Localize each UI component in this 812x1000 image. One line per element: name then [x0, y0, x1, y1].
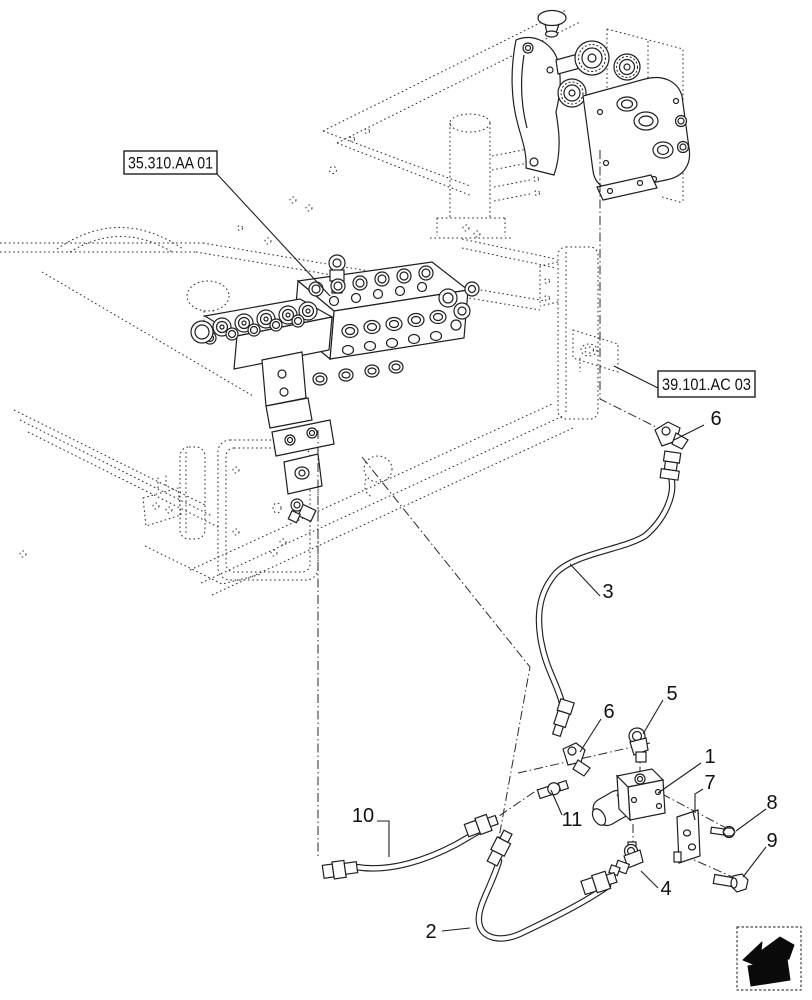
callout-9[interactable]: 9 [742, 830, 778, 878]
bolt-8[interactable] [709, 825, 736, 839]
callout-number[interactable]: 11 [562, 809, 583, 831]
callout-2[interactable]: 2 [425, 921, 471, 943]
callout-number[interactable]: 2 [425, 921, 436, 943]
fitting-elbow-6-lower[interactable] [562, 742, 591, 777]
callout-number[interactable]: 5 [666, 683, 677, 705]
reference-box-layer: 35.310.AA 01 39.101.AC 03 [123, 150, 756, 398]
callout-number[interactable]: 6 [710, 408, 721, 430]
fitting-elbow-5[interactable] [628, 727, 649, 763]
fitting-elbow-4[interactable] [608, 841, 644, 877]
callout-10[interactable]: 10 [352, 805, 390, 857]
callout-11[interactable]: 11 [550, 789, 583, 831]
callout-number[interactable]: 3 [602, 581, 613, 603]
ref-box-frame[interactable] [657, 370, 756, 398]
callout-number[interactable]: 9 [766, 830, 777, 852]
corner-nav[interactable] [736, 926, 802, 991]
callout-number[interactable]: 1 [704, 746, 715, 768]
hose-3[interactable] [535, 473, 676, 707]
ref-box-label: 35.310.AA 01 [128, 155, 213, 173]
ref-box-frame[interactable] [123, 150, 218, 175]
callout-6[interactable]: 6 [579, 701, 615, 753]
fitting-elbow-6-upper[interactable] [654, 421, 689, 481]
hose-2[interactable] [475, 857, 612, 942]
bolt-9[interactable] [712, 873, 749, 893]
hose-10-end-fittings [321, 813, 499, 880]
callout-number[interactable]: 8 [766, 792, 777, 814]
ref-box-39-101-ac-03[interactable]: 39.101.AC 03 [613, 365, 756, 398]
valve-block-1[interactable] [589, 768, 666, 829]
callout-5[interactable]: 5 [642, 683, 678, 735]
callout-3[interactable]: 3 [569, 563, 614, 603]
ref-box-35-310-aa-01[interactable]: 35.310.AA 01 [123, 150, 331, 297]
hose-3-end-fitting-lower [551, 697, 575, 738]
callout-4[interactable]: 4 [640, 870, 672, 900]
callout-layer: 6 3 5 6 1 7 8 9 11 10 4 2 [352, 408, 778, 943]
callout-6[interactable]: 6 [673, 408, 722, 441]
callout-number[interactable]: 4 [660, 878, 671, 900]
control-valve-assembly [190, 254, 480, 524]
callout-1[interactable]: 1 [657, 746, 716, 794]
callout-number[interactable]: 10 [352, 805, 374, 827]
callout-number[interactable]: 7 [704, 772, 715, 794]
callout-7[interactable]: 7 [694, 772, 716, 813]
callout-8[interactable]: 8 [735, 792, 778, 832]
return-arrow-icon[interactable] [742, 936, 795, 987]
bracket-7[interactable] [673, 809, 701, 864]
hose-2-end-fittings [486, 829, 618, 896]
callout-number[interactable]: 6 [603, 701, 614, 723]
pump-assembly [511, 9, 691, 201]
fitting-plug-11[interactable] [536, 779, 570, 800]
ref-box-label: 39.101.AC 03 [662, 376, 751, 394]
